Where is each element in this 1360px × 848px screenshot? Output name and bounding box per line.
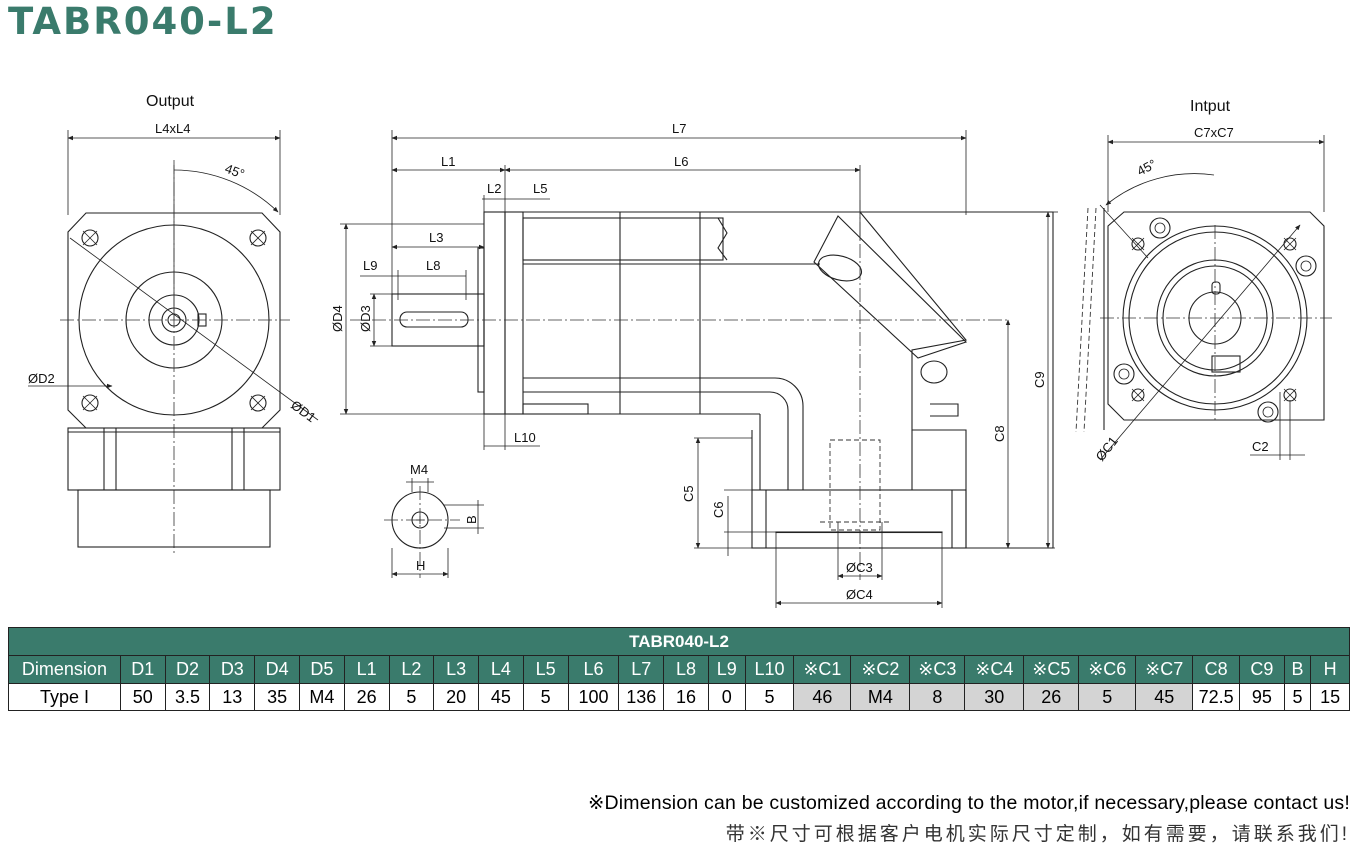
table-cell: 13 <box>209 683 256 711</box>
dim-l4xl4: L4xL4 <box>155 121 190 136</box>
dim-b: B <box>464 515 479 524</box>
dim-c6: C6 <box>711 501 726 518</box>
dim-d4: ØD4 <box>330 305 345 332</box>
table-cell: 5 <box>1078 683 1137 711</box>
table-cell: 136 <box>618 683 665 711</box>
table-header-cell: ※C4 <box>964 655 1025 684</box>
table-cell: 16 <box>663 683 709 711</box>
table-cell: M4 <box>850 683 911 711</box>
table-cell: 5 <box>1283 683 1312 711</box>
input-view-label: Intput <box>1190 98 1231 115</box>
product-title: TABR040-L2 <box>8 0 278 43</box>
dim-l1: L1 <box>441 154 455 169</box>
dim-c5: C5 <box>681 485 696 502</box>
dim-angle-output: 45° <box>223 161 247 182</box>
dim-d2: ØD2 <box>28 371 55 386</box>
dim-d1: ØD1 <box>288 397 318 425</box>
table-cell: 45 <box>1135 683 1194 711</box>
table-cell: 30 <box>964 683 1025 711</box>
dim-c4: ØC4 <box>846 587 873 602</box>
dim-l8: L8 <box>426 258 440 273</box>
table-cell: 45 <box>478 683 524 711</box>
dim-l7: L7 <box>672 121 686 136</box>
note-chinese: 带※尺寸可根据客户电机实际尺寸定制，如有需要，请联系我们! <box>725 824 1350 845</box>
table-cell: 72.5 <box>1192 683 1240 711</box>
dim-c7xc7: C7xC7 <box>1194 125 1234 140</box>
dim-c9: C9 <box>1032 371 1047 388</box>
table-cell: 15 <box>1310 683 1350 711</box>
input-screws <box>1113 217 1317 423</box>
table-header-cell: Dimension <box>8 655 121 684</box>
dim-c3: ØC3 <box>846 560 873 575</box>
dim-l6: L6 <box>674 154 688 169</box>
table-header-cell: L1 <box>343 655 390 684</box>
table-cell: 3.5 <box>164 683 211 711</box>
input-view: Intput C7xC7 45° ØC1 <box>1075 98 1332 464</box>
dim-l5: L5 <box>533 181 547 196</box>
table-header-cell: L10 <box>744 655 795 684</box>
table-header-cell: L6 <box>567 655 620 684</box>
table-cell: 8 <box>909 683 966 711</box>
table-cell: 50 <box>119 683 166 711</box>
side-view: L7 L1 L6 L2 L5 L3 L9 L8 ØD4 ØD3 <box>330 121 1058 608</box>
table-header-cell: ※C5 <box>1023 655 1080 684</box>
output-view: Output L4xL4 45° ØD1 ØD2 <box>28 93 319 555</box>
table-header-cell: L4 <box>478 655 524 684</box>
table-cell: 95 <box>1238 683 1285 711</box>
table-cell: 100 <box>567 683 620 711</box>
table-cell: 5 <box>744 683 795 711</box>
note-english: ※Dimension can be customized according t… <box>587 792 1350 814</box>
table-header-cell: L3 <box>433 655 480 684</box>
dim-c8: C8 <box>992 425 1007 442</box>
table-header-cell: ※C2 <box>850 655 911 684</box>
table-header-cell: B <box>1283 655 1312 684</box>
table-header-cell: D5 <box>298 655 345 684</box>
table-header-cell: L2 <box>388 655 435 684</box>
table-cell: 35 <box>254 683 300 711</box>
table-header-cell: ※C7 <box>1135 655 1194 684</box>
table-cell: Type I <box>8 683 121 711</box>
table-cell: 0 <box>707 683 746 711</box>
table-header-cell: L9 <box>707 655 746 684</box>
dim-l10: L10 <box>514 430 536 445</box>
table-cell: 5 <box>522 683 569 711</box>
table-header-cell: ※C3 <box>909 655 966 684</box>
dim-h: H <box>416 558 425 573</box>
table-header-cell: L7 <box>618 655 665 684</box>
output-bolt-holes <box>81 229 267 412</box>
table-header-cell: D3 <box>209 655 256 684</box>
dim-l3: L3 <box>429 230 443 245</box>
table-header-cell: D1 <box>119 655 166 684</box>
table-cell: 20 <box>433 683 480 711</box>
table-cell: 26 <box>1023 683 1080 711</box>
dim-d3: ØD3 <box>358 305 373 332</box>
table-header-cell: L5 <box>522 655 569 684</box>
table-cell: M4 <box>298 683 345 711</box>
dim-angle-input: 45° <box>1134 156 1158 178</box>
shaft-section-view: M4 B H <box>384 462 484 578</box>
technical-drawing: Output L4xL4 45° ØD1 ØD2 <box>28 93 1332 608</box>
dim-l2: L2 <box>487 181 501 196</box>
table-cell: 46 <box>793 683 852 711</box>
table-header-cell: ※C1 <box>793 655 852 684</box>
table-cell: 5 <box>388 683 435 711</box>
table-cell: 26 <box>343 683 390 711</box>
dim-c2: C2 <box>1252 439 1269 454</box>
dim-m4: M4 <box>410 462 428 477</box>
table-header-cell: C9 <box>1238 655 1285 684</box>
table-header-cell: H <box>1310 655 1350 684</box>
table-header-cell: D4 <box>254 655 300 684</box>
table-header-cell: ※C6 <box>1078 655 1137 684</box>
table-caption: TABR040-L2 <box>8 627 1350 656</box>
dim-c1: ØC1 <box>1093 434 1121 464</box>
dim-l9: L9 <box>363 258 377 273</box>
output-view-label: Output <box>146 93 195 110</box>
table-header-cell: C8 <box>1192 655 1240 684</box>
table-header-cell: L8 <box>663 655 709 684</box>
table-header-cell: D2 <box>164 655 211 684</box>
